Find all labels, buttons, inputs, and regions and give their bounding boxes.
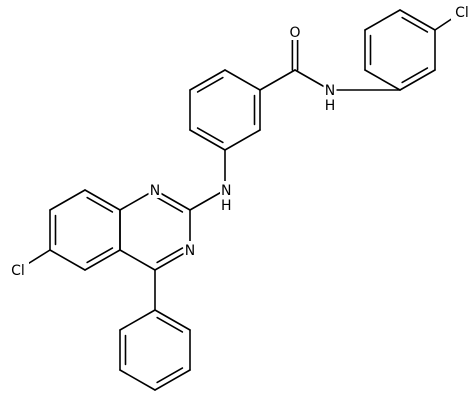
pyrimidine-ring-bond-3: [119, 249, 156, 271]
benzo-ring-double-4: [86, 247, 114, 264]
benzamide-ring-bond-4: [224, 129, 261, 151]
chlorophenyl-ring-bond-1: [364, 9, 401, 31]
pyrimidine-ring-double-4: [156, 247, 184, 264]
ring-n1-label: N: [148, 181, 162, 199]
phenyl-ring-bond-3: [154, 369, 191, 391]
ring-n1-label-text: N: [150, 183, 160, 199]
amide-nh-label-text: N: [325, 83, 335, 99]
phenyl-ring-double-3: [156, 367, 184, 384]
benzamide-ring-double-1: [196, 76, 224, 93]
phenyl-ring-bond-0: [119, 309, 156, 331]
pyrimidine-ring-double-0: [156, 196, 184, 213]
benzo-ring-bond-0: [84, 189, 121, 211]
chlorine-top-label-mask: [451, 3, 473, 20]
bridge-nh-label-text: H: [221, 198, 232, 214]
chlorophenyl-ring-bond-2: [399, 9, 436, 31]
amide-nh-label-text: H: [325, 98, 336, 114]
chlorine-left-label-mask: [7, 261, 29, 278]
ring-n3-label: N: [183, 241, 197, 259]
oxygen-label-text: O: [289, 25, 300, 41]
oxygen-label-mask: [288, 23, 302, 40]
ring-n3-label-mask: [183, 241, 197, 258]
benzo-ring-double-0: [86, 196, 114, 213]
benzamide-ring-bond-0: [224, 69, 261, 91]
phenyl-ring-double-5: [156, 316, 184, 333]
amide-nh-label-mask: [323, 81, 337, 113]
chlorophenyl-ring-double-4: [401, 67, 429, 84]
benzamide-ring-bond-1: [189, 69, 226, 91]
benzo-ring-bond-1: [49, 189, 86, 211]
chlorine-top-label: Cl: [451, 3, 473, 21]
bridge-nh-label-mask: [220, 181, 233, 213]
chlorine-top-label-text: Cl: [455, 5, 469, 21]
ring-n1-label-mask: [148, 181, 162, 198]
benzo-ring-bond-3: [49, 249, 86, 271]
phenyl-ring-bond-2: [119, 369, 156, 391]
chlorine-left-label: Cl: [7, 261, 29, 279]
bridge-nh-label: NH: [220, 181, 233, 214]
chlorophenyl-ring-bond-5: [364, 69, 401, 91]
amide-nh-label: NH: [323, 81, 337, 114]
chlorophenyl-ring-double-2: [401, 16, 429, 33]
bond-bridge-n-quinazoline: [189, 189, 226, 211]
benzamide-ring-bond-3: [189, 129, 226, 151]
chlorophenyl-ring-bond-4: [399, 69, 436, 91]
chlorine-left-label-text: Cl: [11, 263, 25, 279]
bridge-nh-label-text: N: [221, 183, 231, 199]
benzo-ring-bond-4: [84, 249, 121, 271]
bonds: [17, 9, 463, 391]
benzamide-ring-double-3: [196, 127, 224, 144]
oxygen-label: O: [288, 23, 302, 41]
phenyl-ring-bond-5: [154, 309, 191, 331]
ring-n3-label-text: N: [185, 243, 195, 259]
bond-ring-carbonyl: [259, 69, 296, 91]
